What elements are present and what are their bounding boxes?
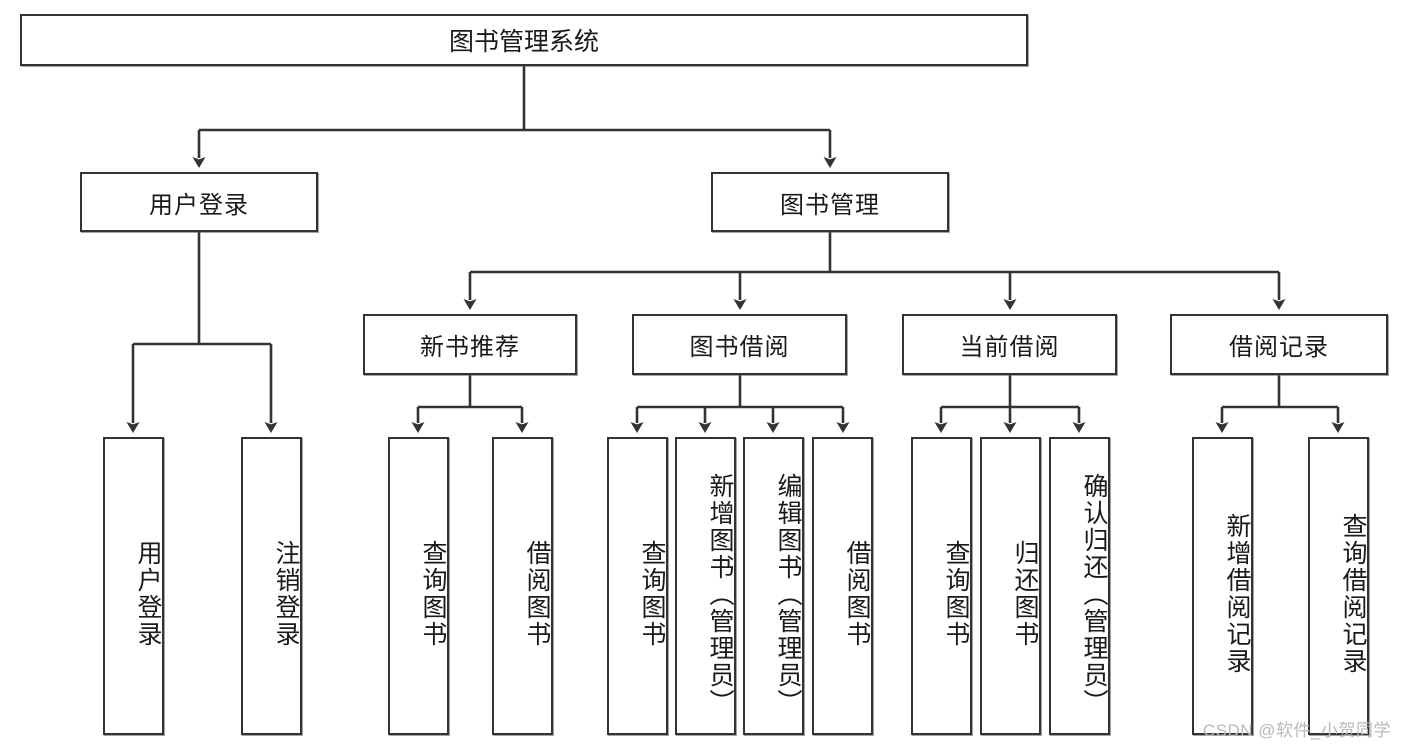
node-current-borrow[interactable]: 当前借阅 — [902, 314, 1117, 375]
leaf-add-borrow-record-label: 新增借阅记录 — [1223, 513, 1251, 675]
node-root[interactable]: 图书管理系统 — [20, 14, 1028, 66]
leaf-return-book[interactable]: 归还图书 — [980, 437, 1041, 735]
leaf-add-borrow-record[interactable]: 新增借阅记录 — [1192, 437, 1253, 735]
leaf-query-book-borrow-label: 查询图书 — [638, 540, 666, 648]
node-book-management[interactable]: 图书管理 — [711, 172, 949, 232]
node-book-borrow[interactable]: 图书借阅 — [632, 314, 847, 375]
leaf-return-book-label: 归还图书 — [1011, 540, 1039, 648]
node-user-login[interactable]: 用户登录 — [80, 172, 318, 232]
leaf-logout-label: 注销登录 — [272, 540, 300, 648]
leaf-add-book-admin-label: 新增图书（管理员） — [706, 472, 734, 716]
leaf-confirm-return-admin[interactable]: 确认归还（管理员） — [1049, 437, 1110, 735]
node-book-borrow-label: 图书借阅 — [689, 334, 790, 361]
node-book-management-label: 图书管理 — [780, 191, 880, 219]
node-borrow-records[interactable]: 借阅记录 — [1170, 314, 1388, 375]
leaf-user-login-label: 用户登录 — [134, 540, 162, 648]
node-borrow-records-label: 借阅记录 — [1229, 334, 1329, 361]
node-new-book-recommend-label: 新书推荐 — [420, 334, 520, 361]
node-new-book-recommend[interactable]: 新书推荐 — [363, 314, 577, 375]
leaf-add-book-admin[interactable]: 新增图书（管理员） — [675, 437, 736, 735]
leaf-borrow-book[interactable]: 借阅图书 — [812, 437, 873, 735]
leaf-query-book-recommend[interactable]: 查询图书 — [388, 437, 449, 735]
leaf-edit-book-admin-label: 编辑图书（管理员） — [774, 472, 802, 716]
leaf-query-book-recommend-label: 查询图书 — [419, 540, 447, 648]
leaf-borrow-book-recommend[interactable]: 借阅图书 — [492, 437, 553, 735]
leaf-query-book-current[interactable]: 查询图书 — [911, 437, 972, 735]
leaf-query-borrow-record-label: 查询借阅记录 — [1339, 513, 1367, 675]
leaf-borrow-book-recommend-label: 借阅图书 — [523, 540, 551, 648]
csdn-watermark: CSDN @软件_小贺同学 — [1202, 721, 1391, 740]
leaf-edit-book-admin[interactable]: 编辑图书（管理员） — [743, 437, 804, 735]
node-root-label: 图书管理系统 — [448, 28, 599, 56]
node-current-borrow-label: 当前借阅 — [959, 334, 1060, 361]
leaf-borrow-book-label: 借阅图书 — [843, 540, 871, 648]
node-user-login-label: 用户登录 — [149, 191, 249, 219]
leaf-confirm-return-admin-label: 确认归还（管理员） — [1080, 472, 1108, 716]
leaf-logout[interactable]: 注销登录 — [241, 437, 302, 735]
leaf-query-book-borrow[interactable]: 查询图书 — [607, 437, 668, 735]
leaf-query-book-current-label: 查询图书 — [942, 540, 970, 648]
leaf-user-login[interactable]: 用户登录 — [103, 437, 164, 735]
leaf-query-borrow-record[interactable]: 查询借阅记录 — [1308, 437, 1369, 735]
